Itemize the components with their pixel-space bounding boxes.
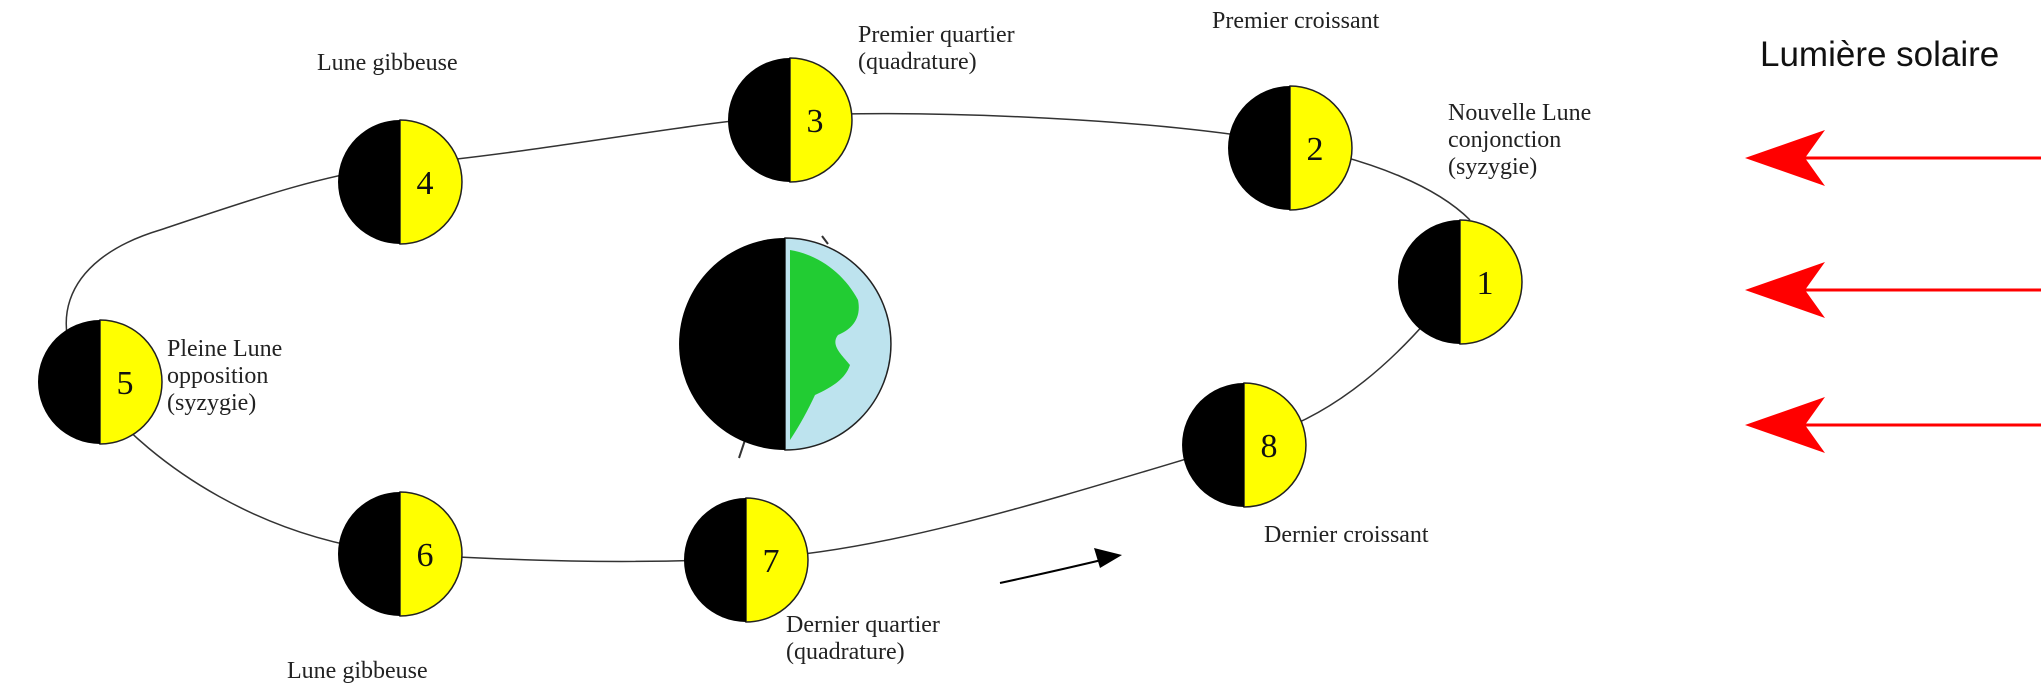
phase-label-3: Premier quartier (quadrature)	[858, 22, 1015, 76]
phase-label-1: Nouvelle Lune conjonction (syzygie)	[1448, 100, 1591, 181]
moon-dark-half	[38, 320, 100, 444]
moon-dark-half	[1182, 383, 1244, 507]
moon-6: 6	[338, 492, 462, 616]
orbit-direction-arrow	[1000, 548, 1122, 583]
earth	[679, 236, 891, 458]
phase-label-7: Dernier quartier (quadrature)	[786, 612, 940, 666]
sunlight-arrow-3	[1745, 397, 2041, 453]
phase-label-5: Pleine Lune opposition (syzygie)	[167, 336, 282, 417]
sunlight-label: Lumière solaire	[1760, 35, 1999, 75]
phase-label-4: Lune gibbeuse	[317, 50, 458, 77]
moon-1: 1	[1398, 220, 1522, 344]
earth-night-side	[679, 238, 785, 450]
moon-3: 3	[728, 58, 852, 182]
moon-number: 8	[1261, 428, 1278, 465]
moon-number: 7	[763, 543, 780, 580]
phase-label-6: Lune gibbeuse	[287, 658, 428, 685]
moon-number: 1	[1477, 265, 1494, 302]
moon-number: 6	[417, 537, 434, 574]
moon-number: 3	[807, 103, 824, 140]
moon-dark-half	[728, 58, 790, 182]
phase-label-2: Premier croissant	[1212, 8, 1379, 35]
phase-label-8: Dernier croissant	[1264, 522, 1429, 549]
moon-4: 4	[338, 120, 462, 244]
moon-7: 7	[684, 498, 808, 622]
moon-2: 2	[1228, 86, 1352, 210]
moon-number: 5	[117, 365, 134, 402]
moon-5: 5	[38, 320, 162, 444]
moon-dark-half	[1228, 86, 1290, 210]
moon-number: 2	[1307, 131, 1324, 168]
sunlight-arrow-1	[1745, 130, 2041, 186]
sunlight-arrow-2	[1745, 262, 2041, 318]
moon-dark-half	[338, 120, 400, 244]
moon-number: 4	[417, 165, 434, 202]
moon-8: 8	[1182, 383, 1306, 507]
moon-dark-half	[338, 492, 400, 616]
moon-dark-half	[1398, 220, 1460, 344]
sunlight-arrows	[1745, 130, 2041, 453]
moon-dark-half	[684, 498, 746, 622]
